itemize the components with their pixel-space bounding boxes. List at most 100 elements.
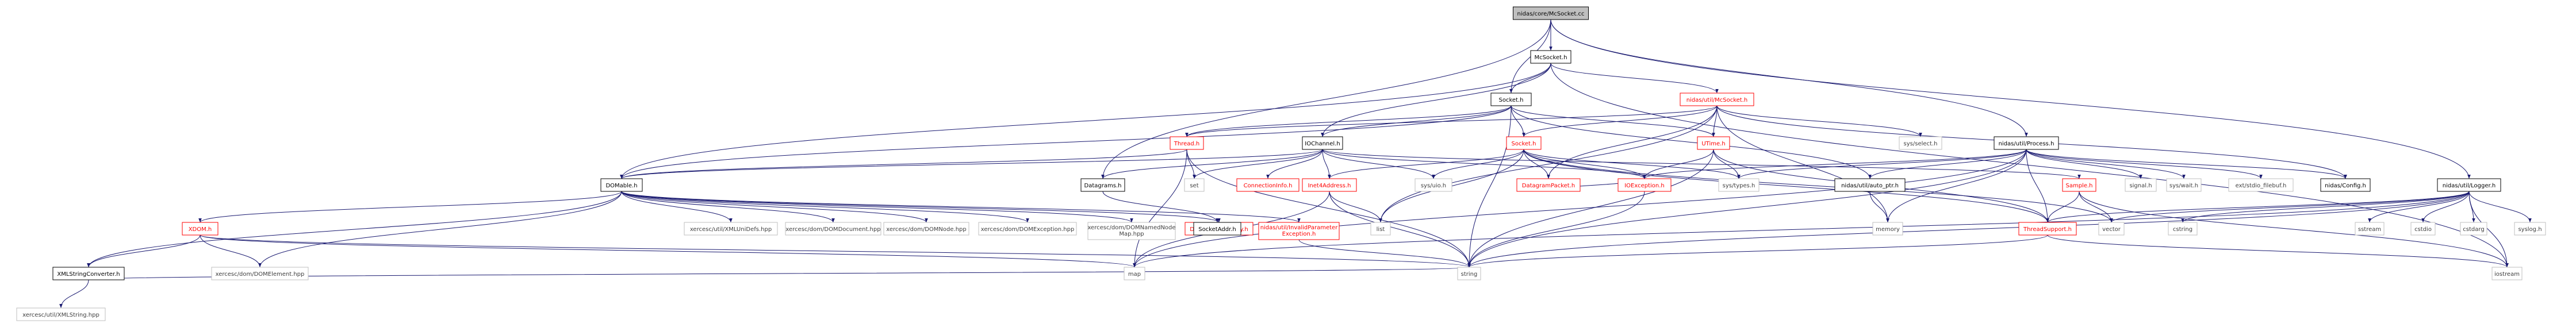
edge-util_process_h-to-memory (1886, 149, 2027, 223)
edge-mcsocket_h-to-socket_h (1509, 63, 1551, 94)
node-util-mcsocket-h[interactable]: nidas/util/McSocket.h (1680, 93, 1754, 106)
node-connectioninfo-h[interactable]: ConnectionInfo.h (1236, 178, 1300, 192)
node-label: Thread.h (1174, 141, 1199, 147)
node-label: cstdarg (2463, 226, 2484, 233)
edge-logger_h-to-cstring (2181, 191, 2470, 223)
node-datagrams-h[interactable]: Datagrams.h (1080, 178, 1125, 192)
node-box (1258, 222, 1340, 240)
node-box (1184, 178, 1205, 192)
edge-util_socket_h-to-threadsupport_h (1523, 149, 2049, 223)
node-label: DatagramPacket.h (1522, 183, 1575, 189)
node-auto-ptr-h[interactable]: nidas/util/auto_ptr.h (1834, 178, 1906, 192)
edge-util_process_h-to-ioexception_h (1643, 149, 2027, 179)
node-sample-h[interactable]: Sample.h (2062, 178, 2096, 192)
node-xerces-domexception: xercesc/dom/DOMException.hpp (978, 222, 1077, 236)
node-xerces-xmlstring: xercesc/util/XMLString.hpp (16, 307, 106, 321)
node-label: IOChannel.h (1305, 141, 1340, 147)
node-box (2491, 267, 2523, 280)
edge-util_process_h-to-signal_h (2026, 149, 2142, 179)
node-box (2514, 222, 2546, 236)
edge-layer (59, 19, 2532, 309)
node-xmlstringconverter-h[interactable]: XMLStringConverter.h (52, 267, 125, 280)
edge-root-to-datagrams_h (1101, 19, 1551, 179)
node-mcsocket-h[interactable]: McSocket.h (1530, 50, 1571, 64)
node-box (2062, 178, 2096, 192)
node-xerces-xmlunidefs: xercesc/util/XMLUniDefs.hpp (684, 222, 778, 236)
node-stdio-filebuf-h: ext/stdio_filebuf.h (2228, 178, 2294, 192)
node-label: DOMable.h (605, 183, 637, 189)
edge-logger_h-to-cstdio (2421, 191, 2470, 223)
node-label: set (1190, 183, 1198, 189)
node-inet4address-h[interactable]: Inet4Address.h (1302, 178, 1357, 192)
node-box (1516, 178, 1581, 192)
node-label: vector (2102, 226, 2121, 233)
edge-mcsocket_h-to-util_mcsocket_h (1550, 63, 1719, 94)
node-label: Socket.h (1499, 97, 1524, 103)
node-logger-h[interactable]: nidas/util/Logger.h (2437, 178, 2501, 192)
edge-socket_h-to-iochannel_h (1321, 105, 1512, 137)
node-label: Inet4Address.h (1308, 183, 1351, 189)
node-sys-uio-h: sys/uio.h (1414, 178, 1452, 192)
node-domable-h[interactable]: DOMable.h (600, 178, 643, 192)
node-label: McSocket.h (1534, 55, 1567, 61)
node-box (1080, 178, 1125, 192)
node-box (1087, 222, 1176, 240)
node-label: Exception.h (1282, 231, 1316, 237)
edge-mcsocket_h-to-domable_h (620, 63, 1551, 179)
edge-logger_h-to-string (1467, 191, 2470, 268)
node-box (1170, 136, 1204, 150)
edge-util_mcsocket_h-to-utime_h (1712, 105, 1718, 137)
node-thread-h[interactable]: Thread.h (1170, 136, 1204, 150)
node-utime-h[interactable]: UTime.h (1697, 136, 1730, 150)
node-ioexception-h[interactable]: IOException.h (1617, 178, 1672, 192)
node-threadsupport-h[interactable]: ThreadSupport.h (2018, 222, 2077, 236)
edge-thread_h-to-map (1133, 149, 1187, 268)
node-socketaddr-h[interactable]: SocketAddr.h (1193, 222, 1241, 236)
edge-mcsocket_h-to-iostream (1550, 63, 2509, 268)
node-label: SocketAddr.h (1198, 226, 1236, 233)
node-datagrampacket-h[interactable]: DatagramPacket.h (1516, 178, 1581, 192)
node-label: Sample.h (2065, 183, 2092, 189)
node-box (1302, 136, 1343, 150)
node-box (1124, 267, 1145, 280)
node-label: map (1128, 271, 1141, 278)
edge-sample_h-to-vector (2079, 191, 2113, 223)
node-util-socket-h[interactable]: Socket.h (1506, 136, 1542, 150)
node-util-process-h[interactable]: nidas/util/Process.h (1994, 136, 2059, 150)
node-label: ConnectionInfo.h (1244, 183, 1293, 189)
edge-util_mcsocket_h-to-datagrampacket_h (1547, 105, 1718, 179)
node-box (1302, 178, 1357, 192)
edge-logger_h-to-threadsupport_h (2046, 191, 2470, 223)
node-iochannel-h[interactable]: IOChannel.h (1302, 136, 1343, 150)
node-config-h[interactable]: nidas/Config.h (2320, 178, 2371, 192)
node-box (2437, 178, 2501, 192)
edge-auto_ptr_h-to-memory (1869, 191, 1889, 223)
edge-root-to-util_process_h (1550, 19, 2028, 137)
node-list: list (1370, 222, 1391, 236)
node-xdom-h[interactable]: XDOM.h (182, 222, 218, 236)
node-socket-h[interactable]: Socket.h (1490, 93, 1532, 106)
node-label: xercesc/dom/DOMDocument.hpp (785, 226, 880, 233)
edge-domable_h-to-xerces_domnamednodemap (621, 191, 1133, 223)
edge-root-to-logger_h (1550, 19, 2471, 179)
node-label: Map.hpp (1119, 231, 1144, 237)
edge-xdom_h-to-string (200, 234, 1471, 268)
edge-inet4address_h-to-string (1329, 191, 1471, 268)
edge-util_socket_h-to-inet4address_h (1328, 149, 1524, 179)
edge-util_process_h-to-sys_types_h (1737, 149, 2027, 179)
node-memory: memory (1872, 222, 1903, 236)
node-label: syslog.h (2518, 226, 2542, 233)
node-box (1872, 222, 1903, 236)
edge-util_mcsocket_h-to-util_socket_h (1522, 105, 1718, 137)
node-root[interactable]: nidas/core/McSocket.cc (1513, 6, 1589, 20)
node-xerces-domnode: xercesc/dom/DOMNode.hpp (883, 222, 969, 236)
edge-util_process_h-to-stdio_filebuf_h (2026, 149, 2263, 179)
node-box (1697, 136, 1730, 150)
node-label: nidas/util/auto_ptr.h (1841, 183, 1899, 189)
node-box (1457, 267, 1481, 280)
edge-util_process_h-to-config_h (2026, 149, 2347, 179)
edge-util_process_h-to-map (1133, 149, 2027, 268)
node-label: nidas/util/McSocket.h (1686, 97, 1747, 103)
edge-inet4address_h-to-list (1329, 191, 1382, 223)
